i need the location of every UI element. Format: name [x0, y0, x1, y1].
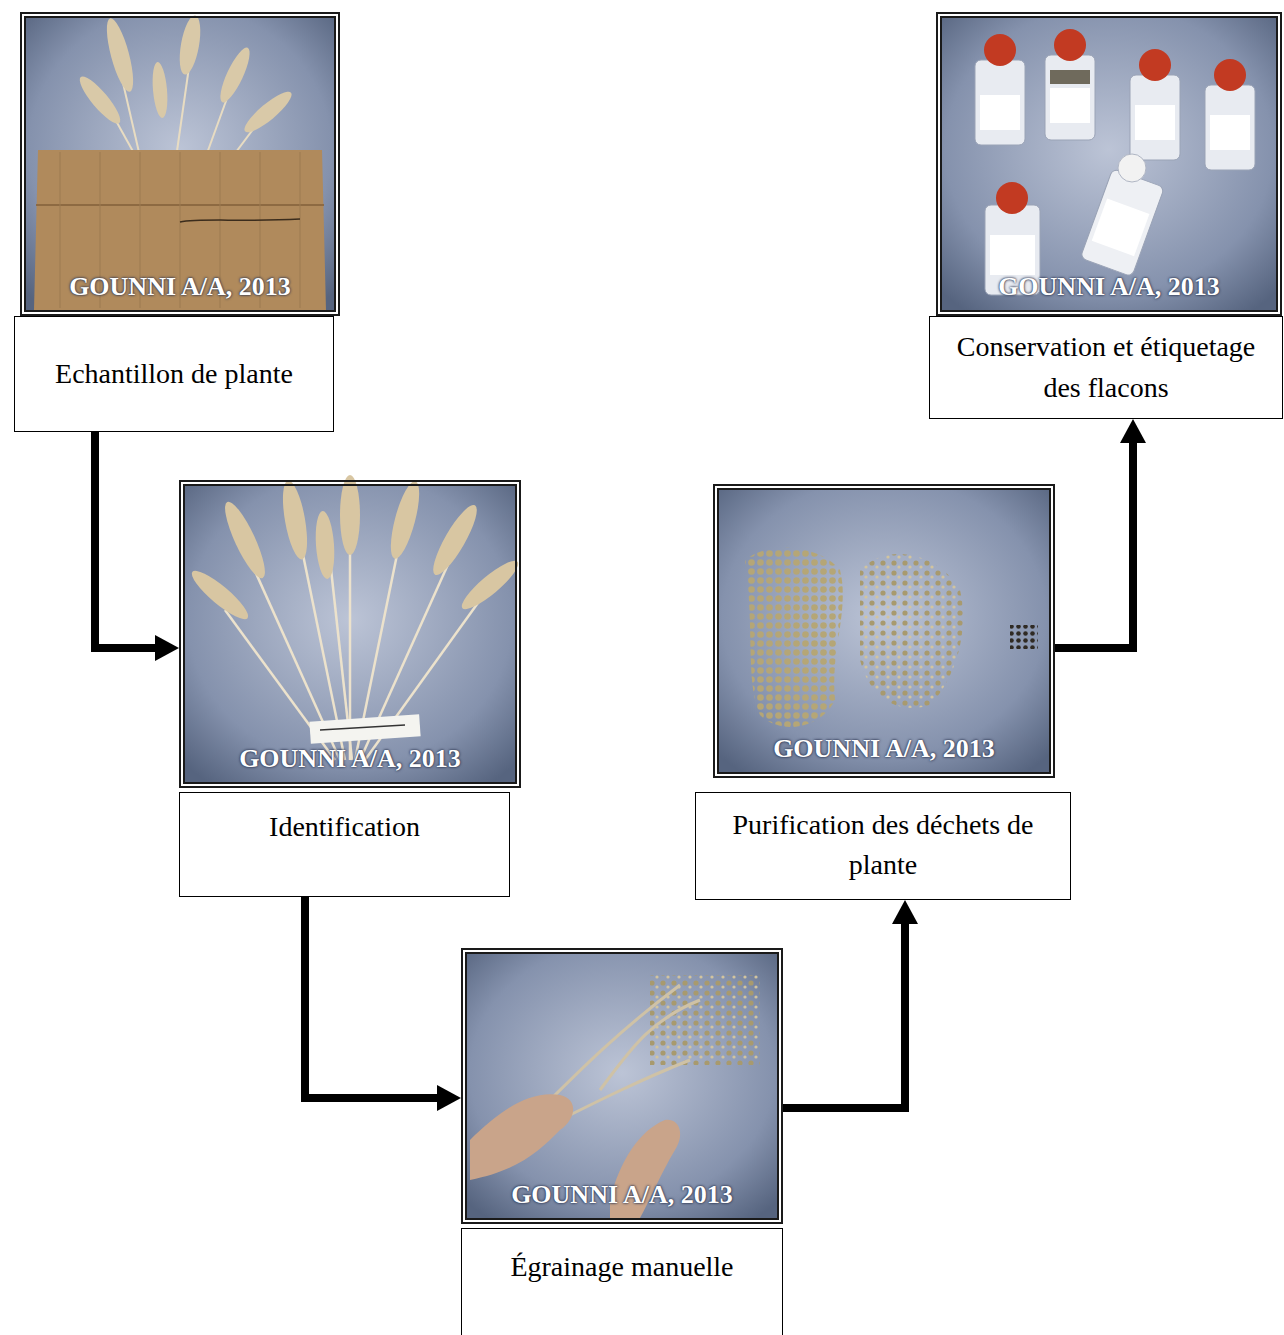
illustration-shape [1210, 115, 1250, 150]
photo-bottles [942, 18, 1276, 310]
illustration-shape [719, 490, 1049, 772]
connector-line [783, 922, 905, 1108]
photo-frame: GOUNNI A/A, 2013 [179, 480, 521, 788]
illustration-shape [860, 554, 963, 708]
illustration-shape [300, 152, 301, 308]
illustration-shape [1130, 75, 1180, 160]
arrow-head [892, 900, 918, 924]
illustration-shape [151, 61, 170, 118]
illustration-shape [60, 152, 61, 308]
illustration-shape [1054, 29, 1086, 61]
illustration-shape [1139, 49, 1171, 81]
illustration-shape [600, 1000, 700, 1090]
photo-frame: GOUNNI A/A, 2013 [936, 12, 1282, 316]
illustration-shape [984, 34, 1016, 66]
step-label: Égrainage manuelle [510, 1247, 733, 1287]
flow-arrow [95, 432, 179, 661]
illustration-shape [650, 975, 760, 1065]
illustration-shape [560, 1060, 690, 1120]
illustration-shape [240, 87, 296, 138]
caption-box: Echantillon de plante [14, 316, 334, 432]
illustration-shape [1045, 55, 1095, 140]
illustration-shape [457, 555, 524, 615]
illustration-shape [187, 475, 524, 625]
step-label: Echantillon de plante [55, 354, 293, 394]
illustration-shape [309, 714, 420, 744]
illustration-shape [1050, 70, 1090, 84]
illustration-shape [1118, 154, 1146, 182]
illustration-shape [540, 985, 680, 1110]
photo-credit: GOUNNI A/A, 2013 [511, 1179, 733, 1210]
connector-line [305, 897, 439, 1098]
illustration-shape [996, 182, 1028, 214]
connector-line [1055, 441, 1133, 648]
photo-identification [185, 475, 523, 782]
illustration-shape [187, 565, 254, 625]
step-label: Identification [269, 807, 420, 847]
illustration-shape [1205, 85, 1255, 170]
flow-arrow [305, 897, 461, 1111]
illustration-shape [218, 498, 272, 583]
step-label: Purification des déchets de plante [722, 805, 1044, 885]
caption-box: Identification [179, 792, 510, 897]
photo-credit: GOUNNI A/A, 2013 [773, 733, 995, 764]
illustration-shape [975, 29, 1255, 295]
illustration-shape [1080, 169, 1164, 277]
flow-arrow [783, 900, 918, 1108]
illustration-shape [1010, 625, 1038, 649]
connector-line [95, 432, 157, 648]
arrow-head [437, 1085, 461, 1111]
illustration-shape [180, 219, 300, 222]
illustration-shape [60, 152, 300, 308]
illustration-shape [745, 548, 843, 727]
photo-frame: GOUNNI A/A, 2013 [713, 484, 1055, 778]
illustration-shape [980, 95, 1020, 130]
illustration-shape [340, 475, 360, 555]
illustration-shape [1214, 59, 1246, 91]
illustration-shape [278, 479, 312, 561]
illustration-shape [975, 60, 1025, 145]
illustration-shape [990, 235, 1035, 275]
illustration-shape [1092, 199, 1150, 257]
illustration-shape [75, 72, 126, 128]
photo-plant-sample [26, 14, 334, 310]
illustration-shape [176, 14, 204, 76]
illustration-shape [470, 1094, 573, 1180]
photo-credit: GOUNNI A/A, 2013 [998, 271, 1220, 302]
illustration-shape [215, 44, 255, 105]
caption-box: Conservation et étiquetage des flacons [929, 316, 1283, 419]
photo-seed-cleaning [719, 490, 1049, 772]
flow-arrow [1055, 419, 1146, 648]
arrow-head [155, 635, 179, 661]
illustration-shape [426, 500, 483, 579]
caption-box: Purification des déchets de plante [695, 792, 1071, 900]
illustration-shape [385, 479, 425, 561]
caption-box: Égrainage manuelle [461, 1228, 783, 1335]
illustration-shape [1135, 105, 1175, 140]
illustration-shape [1050, 88, 1090, 123]
photo-frame: GOUNNI A/A, 2013 [20, 12, 340, 316]
illustration-shape [75, 14, 297, 138]
illustration-shape [34, 150, 326, 310]
photo-credit: GOUNNI A/A, 2013 [239, 743, 461, 774]
illustration-shape [314, 510, 337, 579]
step-label: Conservation et étiquetage des flacons [950, 327, 1262, 407]
photo-credit: GOUNNI A/A, 2013 [69, 271, 291, 302]
photo-frame: GOUNNI A/A, 2013 [461, 948, 783, 1224]
photo-threshing [467, 954, 777, 1218]
arrow-head [1120, 419, 1146, 443]
illustration-shape [942, 18, 1276, 310]
illustration-shape [467, 954, 777, 1218]
illustration-shape [320, 725, 405, 730]
illustration-shape [101, 16, 138, 94]
